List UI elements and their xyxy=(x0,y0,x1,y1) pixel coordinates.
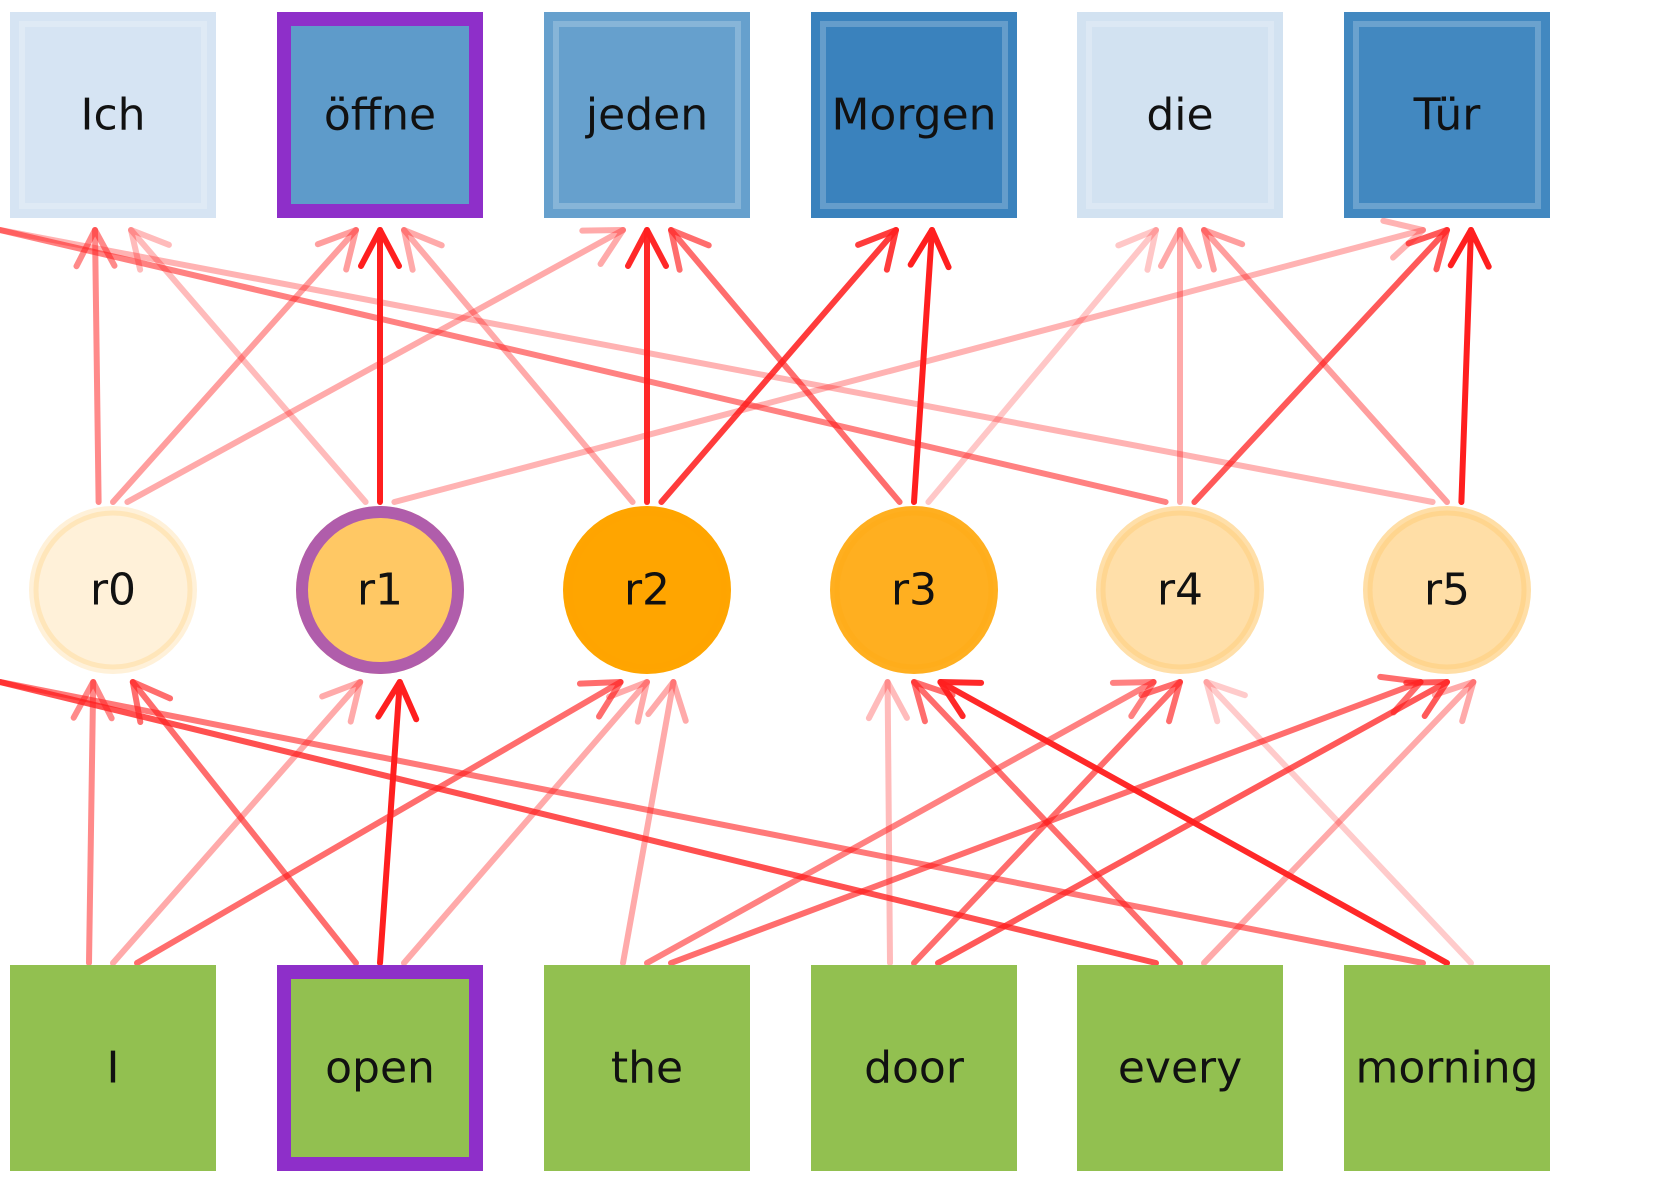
target-word-label: öffne xyxy=(324,90,436,141)
arrow-source-4-to-hidden-5 xyxy=(1201,679,1477,966)
source-word-box-5 xyxy=(1344,965,1550,1171)
target-word-label: jeden xyxy=(585,90,708,141)
target-word-box-0 xyxy=(10,12,216,218)
arrow-source-4-to-hidden-2 xyxy=(0,679,1159,966)
hidden-state-node-4 xyxy=(1096,506,1264,674)
source-word-box-0 xyxy=(10,965,216,1171)
arrow-hidden-2-to-target-1 xyxy=(401,227,636,505)
arrow-hidden-4-to-target-4 xyxy=(1158,227,1202,505)
hidden-state-node-0 xyxy=(29,506,197,674)
arrow-hidden-4-to-target-1 xyxy=(0,227,1169,505)
source-word-label: I xyxy=(107,1043,120,1094)
arrow-source-2-to-hidden-4 xyxy=(644,679,1157,966)
source-word-box-2 xyxy=(544,965,750,1171)
source-word-label: door xyxy=(864,1043,965,1094)
target-word-label: die xyxy=(1146,90,1213,141)
arrow-source-0-to-hidden-1 xyxy=(110,679,364,966)
arrow-source-1-to-hidden-2 xyxy=(401,679,650,966)
source-word-label: morning xyxy=(1355,1043,1538,1094)
arrow-source-5-to-hidden-2 xyxy=(0,679,1426,966)
hidden-state-label: r1 xyxy=(357,565,403,616)
arrow-source-0-to-hidden-2 xyxy=(134,679,624,966)
arrow-hidden-0-to-target-0 xyxy=(73,227,118,505)
arrow-source-4-to-hidden-3 xyxy=(911,679,1183,966)
target-word-label: Tür xyxy=(1413,90,1482,141)
source-word-box-4 xyxy=(1077,965,1283,1171)
arrow-hidden-2-to-target-2 xyxy=(625,227,669,505)
target-word-box-3 xyxy=(811,12,1017,218)
hidden-state-label: r5 xyxy=(1424,565,1470,616)
arrow-hidden-0-to-target-2 xyxy=(124,227,626,505)
target-word-box-1 xyxy=(277,12,483,218)
arrow-hidden-5-to-target-1 xyxy=(0,227,1436,505)
arrow-source-1-to-hidden-1 xyxy=(375,679,420,966)
arrow-hidden-3-to-target-3 xyxy=(907,227,952,505)
arrow-hidden-5-to-target-4 xyxy=(1201,227,1450,505)
hidden-state-node-5 xyxy=(1363,506,1531,674)
target-word-label: Ich xyxy=(80,90,145,141)
hidden-state-label: r2 xyxy=(624,565,670,616)
source-word-box-3 xyxy=(811,965,1017,1171)
arrow-hidden-1-to-target-1 xyxy=(358,227,402,505)
arrow-source-5-to-hidden-4 xyxy=(1203,679,1474,966)
hidden-state-label: r3 xyxy=(891,565,937,616)
hidden-state-label: r4 xyxy=(1157,565,1203,616)
arrow-source-0-to-hidden-0 xyxy=(70,679,115,966)
target-word-box-5 xyxy=(1344,12,1550,218)
arrow-hidden-5-to-target-5 xyxy=(1447,227,1492,505)
target-word-box-4 xyxy=(1077,12,1283,218)
arrow-hidden-4-to-target-5 xyxy=(1191,227,1450,505)
arrow-hidden-2-to-target-3 xyxy=(658,227,899,505)
hidden-state-node-2 xyxy=(563,506,731,674)
hidden-state-label: r0 xyxy=(90,565,136,616)
arrow-hidden-3-to-target-4 xyxy=(925,227,1159,505)
arrow-source-2-to-hidden-2 xyxy=(620,679,689,966)
arrow-hidden-3-to-target-2 xyxy=(668,227,903,505)
target-word-label: Morgen xyxy=(831,90,996,141)
source-word-box-1 xyxy=(277,965,483,1171)
source-word-label: every xyxy=(1118,1043,1242,1094)
arrow-source-5-to-hidden-3 xyxy=(937,679,1450,966)
hidden-state-node-1 xyxy=(296,506,464,674)
arrow-hidden-1-to-target-5 xyxy=(391,217,1426,505)
edge-layer xyxy=(0,217,1492,966)
source-word-label: the xyxy=(611,1043,683,1094)
hidden-state-node-3 xyxy=(830,506,998,674)
source-word-label: open xyxy=(325,1043,435,1094)
target-word-box-2 xyxy=(544,12,750,218)
arrow-hidden-1-to-target-0 xyxy=(128,227,369,505)
arrow-hidden-0-to-target-1 xyxy=(110,227,359,505)
arrow-source-3-to-hidden-3 xyxy=(865,679,910,966)
